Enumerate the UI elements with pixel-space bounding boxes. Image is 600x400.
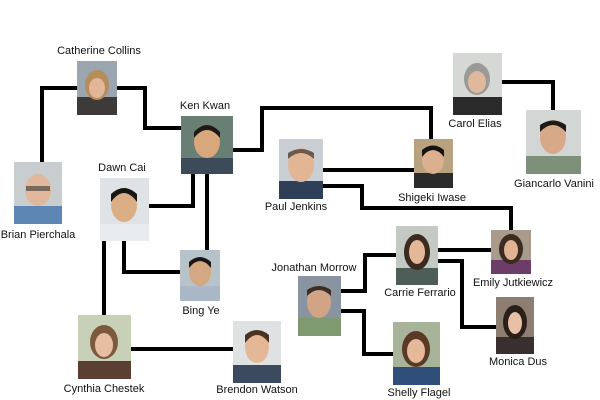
portrait-photo (100, 178, 149, 241)
link-dawn-bing (122, 241, 180, 274)
portrait-photo (77, 61, 117, 115)
portrait-photo (414, 139, 453, 188)
link-carrie-monica (438, 259, 496, 329)
portrait-photo (393, 322, 440, 385)
person-name: Monica Dus (488, 356, 548, 368)
link-ken-dawn (149, 174, 195, 208)
person-name: Shelly Flagel (387, 387, 451, 399)
link-paul-emily (323, 184, 513, 230)
person-name: Brian Pierchala (0, 229, 76, 241)
person-name: Catherine Collins (57, 45, 141, 57)
person-name: Carol Elias (448, 118, 502, 130)
person-name: Bing Ye (182, 305, 220, 317)
person-name: Ken Kwan (179, 100, 231, 112)
person-name: Jonathan Morrow (271, 262, 357, 274)
link-jonathan-carrie (341, 253, 396, 293)
person-name: Giancarlo Vanini (514, 178, 594, 190)
person-name: Carrie Ferrario (384, 287, 456, 299)
link-ken-shigeki (233, 106, 433, 152)
person-name: Shigeki Iwase (398, 192, 466, 204)
link-catherine-ken (117, 86, 181, 130)
portrait-photo (298, 276, 341, 336)
portrait-photo (496, 297, 534, 354)
link-brian-catherine (40, 86, 77, 162)
person-name: Cynthia Chestek (63, 383, 145, 395)
person-name: Emily Jutkiewicz (472, 277, 554, 289)
person-name: Paul Jenkins (264, 201, 328, 213)
portrait-photo (491, 230, 531, 274)
portrait-photo (526, 110, 581, 174)
link-carol-giancarlo (502, 80, 555, 110)
portrait-photo (453, 53, 502, 115)
portrait-photo (180, 250, 220, 301)
person-name: Dawn Cai (98, 162, 146, 174)
portrait-photo (396, 226, 438, 285)
portrait-photo (233, 321, 281, 383)
link-jonathan-shelly (341, 309, 393, 356)
person-name: Brendon Watson (216, 384, 298, 396)
portrait-photo (181, 116, 233, 174)
portrait-photo (78, 315, 131, 379)
portrait-photo (279, 139, 323, 199)
portrait-photo (14, 162, 62, 224)
